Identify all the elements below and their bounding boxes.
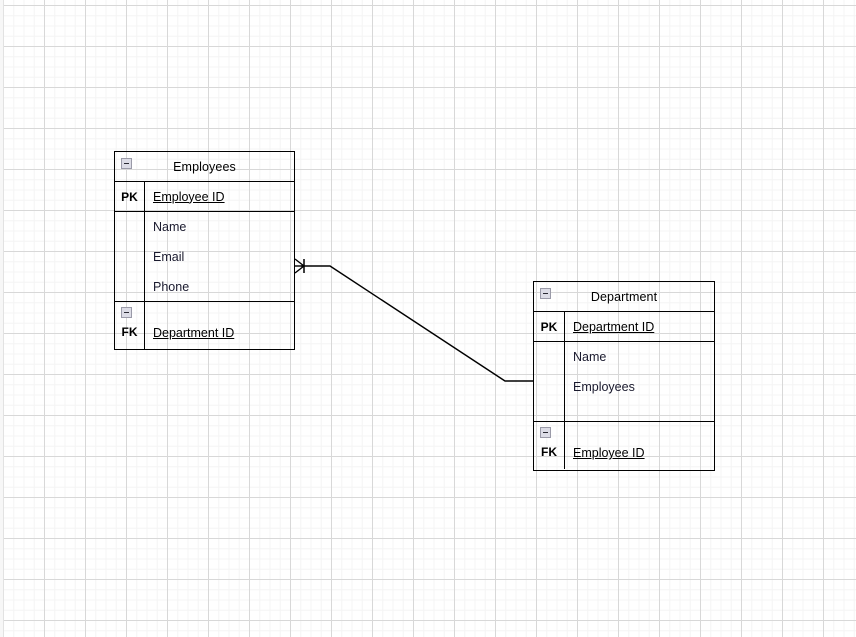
entity-title: Employees [173, 159, 236, 174]
entity-title: Department [590, 289, 658, 304]
attribute-block-department: Name Employees [534, 342, 714, 422]
canvas-left-edge [0, 0, 4, 637]
minus-square-icon[interactable] [540, 427, 551, 438]
list-item[interactable]: Name [573, 350, 607, 364]
attribute-list: Name Employees [565, 342, 714, 421]
pk-key-label: PK [534, 312, 565, 341]
pk-key-label: PK [115, 182, 145, 211]
pk-field-name: Employee ID [153, 189, 225, 204]
attribute-list: Name Email Phone [145, 212, 294, 301]
minus-square-icon[interactable] [121, 158, 132, 169]
pk-field-name: Department ID [573, 319, 655, 334]
entity-department[interactable]: Department PK Department ID Name Employe… [533, 281, 715, 471]
primary-key-row-employees[interactable]: PK Employee ID [115, 182, 294, 212]
crows-foot-one-or-many-icon [294, 258, 305, 274]
list-item[interactable]: Phone [153, 280, 190, 294]
entity-header-department: Department [534, 282, 714, 312]
attribute-block-employees: Name Email Phone [115, 212, 294, 302]
entity-header-employees: Employees [115, 152, 294, 182]
fk-key-label-wrap: FK [534, 422, 565, 469]
foreign-key-row-department[interactable]: FK Employee ID [534, 422, 714, 469]
entity-employees[interactable]: Employees PK Employee ID Name Email Phon… [114, 151, 295, 350]
fk-key-label: FK [541, 445, 557, 459]
relationship-line[interactable] [301, 265, 533, 382]
attribute-key-column [534, 342, 565, 421]
minus-square-icon[interactable] [121, 307, 132, 318]
fk-field-name: Department ID [153, 326, 235, 340]
foreign-key-row-employees[interactable]: FK Department ID [115, 302, 294, 349]
fk-key-label: FK [121, 325, 138, 339]
primary-key-row-department[interactable]: PK Department ID [534, 312, 714, 342]
minus-square-icon[interactable] [540, 288, 551, 299]
attribute-key-column [115, 212, 145, 301]
list-item[interactable]: Name [153, 220, 187, 234]
fk-field-name: Employee ID [573, 446, 645, 460]
fk-key-label-wrap: FK [115, 302, 145, 349]
list-item[interactable]: Employees [573, 380, 635, 394]
list-item[interactable]: Email [153, 250, 185, 264]
